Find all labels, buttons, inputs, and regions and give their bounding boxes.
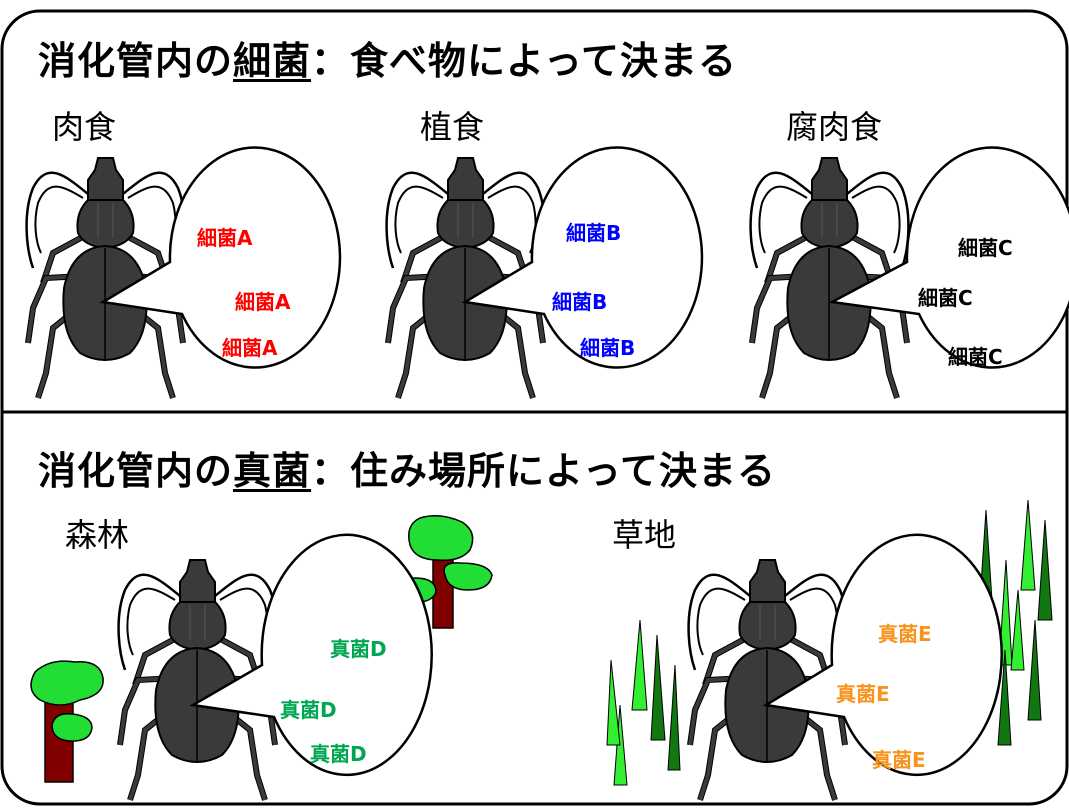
microbe-label-d: 真菌D (310, 742, 367, 766)
microbe-label-a: 細菌A (222, 336, 278, 360)
speech-bubble (461, 146, 704, 369)
speech-bubble (189, 533, 433, 776)
top-title-suffix: ：食べ物によって決まる (311, 39, 737, 83)
microbe-label-d: 真菌D (280, 698, 337, 722)
microbe-label-a: 細菌A (235, 290, 291, 314)
speech-bubble (828, 146, 1069, 369)
top-title-underlined: 細菌 (233, 39, 312, 83)
speech-bubble (99, 146, 342, 369)
bottom-title-suffix: ：住み場所によって決まる (311, 449, 776, 493)
grass-icon (606, 499, 1053, 786)
microbe-label-b: 細菌B (580, 336, 636, 360)
microbe-label-c: 細菌C (958, 236, 1013, 260)
top-title-prefix: 消化管内の (38, 39, 234, 83)
microbe-label-b: 細菌B (566, 221, 622, 245)
microbe-label-e: 真菌E (836, 682, 890, 706)
bottom-title-prefix: 消化管内の (38, 449, 234, 493)
tree-icon (30, 660, 104, 783)
microbe-label-c: 細菌C (948, 345, 1003, 369)
bottom-section-title: 消化管内の真菌：住み場所によって決まる (38, 440, 776, 495)
microbe-label-e: 真菌E (872, 748, 926, 772)
microbe-label-a: 細菌A (197, 226, 253, 250)
label-forest: 森林 (65, 516, 130, 554)
label-carnivore: 肉食 (52, 108, 117, 146)
microbe-label-e: 真菌E (878, 622, 932, 646)
microbe-label-c: 細菌C (918, 286, 973, 310)
outer-frame (0, 9, 1069, 806)
label-herbivore: 植食 (420, 108, 485, 146)
label-scavenger: 腐肉食 (786, 108, 883, 146)
label-grassland: 草地 (612, 516, 677, 554)
microbe-label-d: 真菌D (330, 637, 387, 661)
speech-bubble (762, 533, 1003, 776)
microbe-label-b: 細菌B (552, 290, 608, 314)
bottom-title-underlined: 真菌 (233, 449, 312, 493)
top-section-title: 消化管内の細菌：食べ物によって決まる (38, 30, 737, 85)
